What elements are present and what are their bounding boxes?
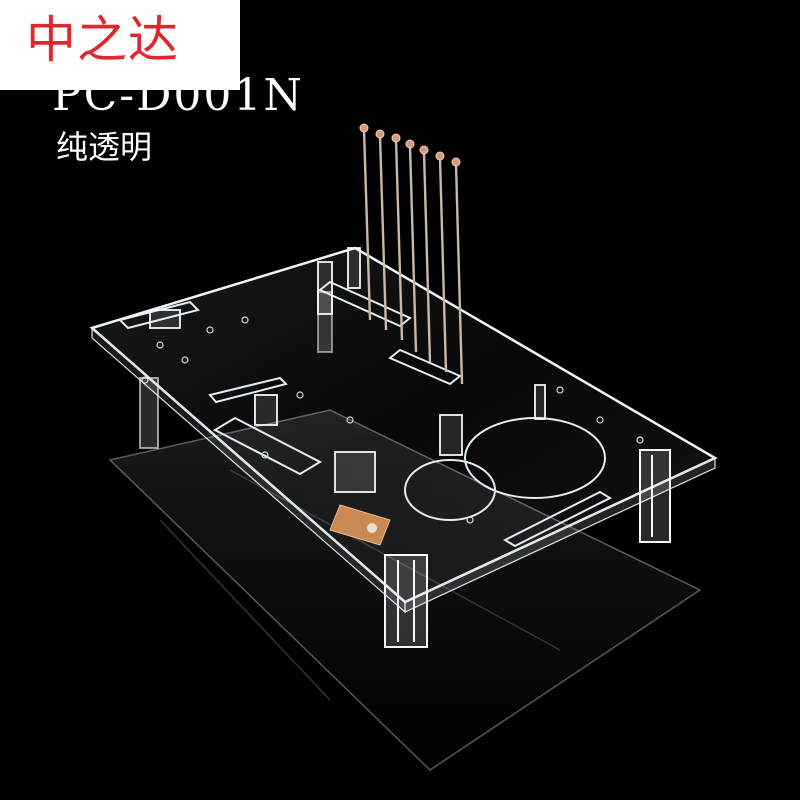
board-brackets bbox=[149, 247, 546, 493]
rod-tips bbox=[359, 123, 461, 167]
product-finish: 纯透明 bbox=[56, 128, 153, 166]
brand-logo-box: 中之达 bbox=[0, 0, 240, 90]
brand-name: 中之达 bbox=[26, 11, 179, 69]
case-legs bbox=[139, 291, 671, 648]
expansion-rods bbox=[362, 129, 464, 385]
product-model: PC-D001N bbox=[52, 70, 304, 121]
power-switch-board bbox=[329, 504, 391, 546]
board-cutouts bbox=[118, 280, 613, 548]
